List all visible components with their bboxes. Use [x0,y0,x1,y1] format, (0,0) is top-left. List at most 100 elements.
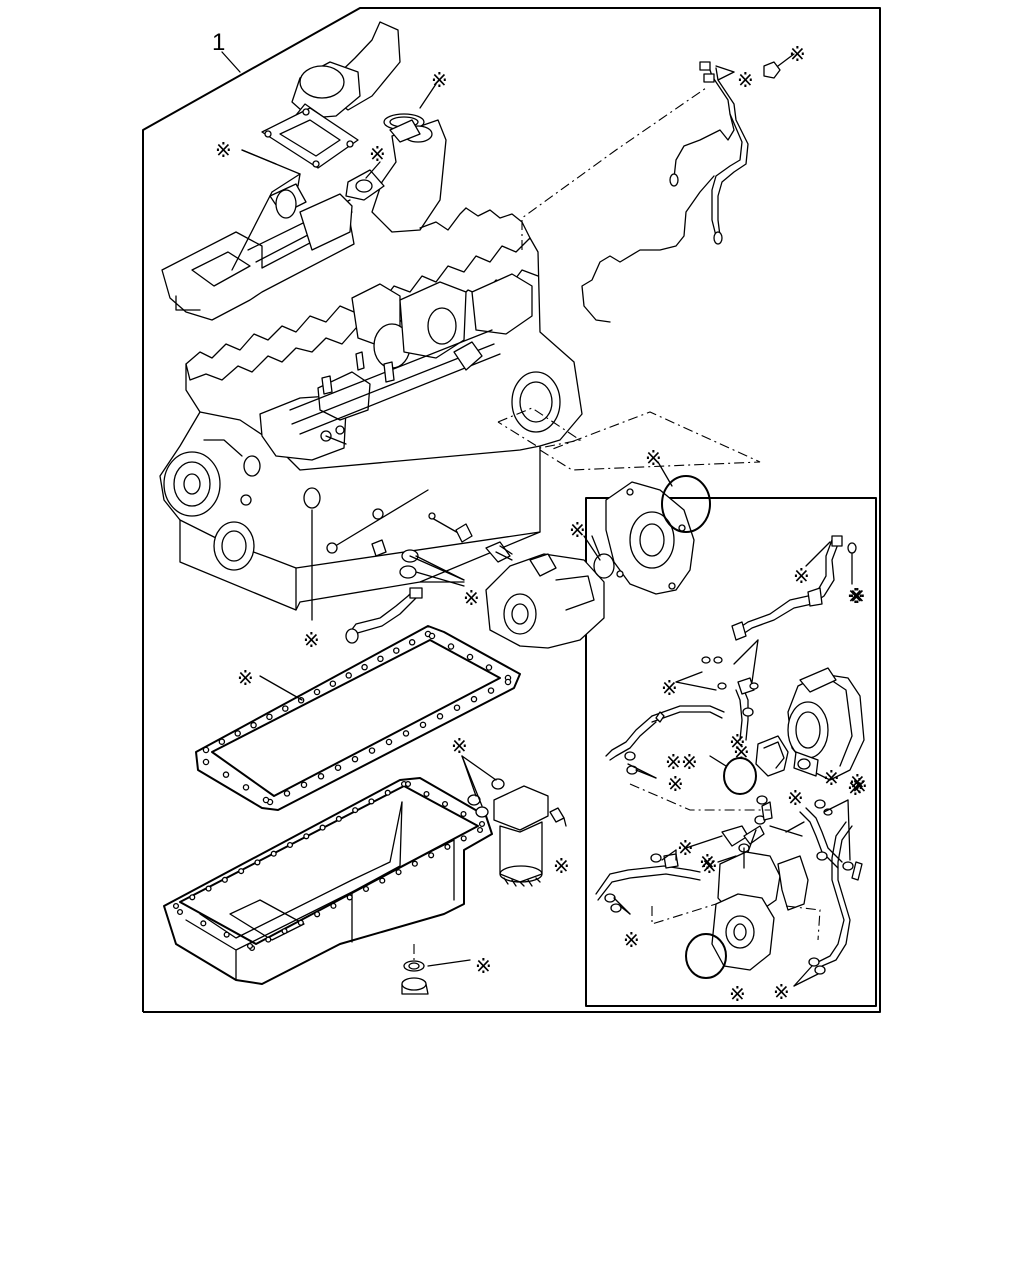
bolt-hole [303,833,310,840]
leader-lines [231,83,437,271]
bolt-hole [335,815,342,822]
bolt-hole [351,755,359,763]
bolt-hole [384,789,391,796]
asterisk-marker: ※ [475,954,492,978]
asterisk-marker: ※ [823,766,840,790]
asterisk-marker: ※ [677,836,694,860]
asterisk-marker: ※ [699,850,716,874]
bolt-hole [402,730,410,737]
intake-manifold [161,183,355,321]
egr-cooler-pipes [793,799,863,987]
front-plate-leader [497,407,761,471]
asterisk-marker: ※ [729,982,746,1006]
bolt-hole [470,695,478,703]
bolt-hole [270,850,277,857]
asterisk-markers: ※※※※※※※※※※※※※※※※※※※※※※※※※※※※※※※※※ [215,42,868,1006]
asterisk-marker: ※ [569,518,586,542]
asterisk-marker: ※ [847,776,864,800]
bolt-hole [265,936,272,943]
asterisk-marker: ※ [733,740,750,764]
asterisk-marker: ※ [737,68,754,92]
bolt-hole [485,664,493,671]
oil-filter [461,755,567,887]
air-compressor [685,795,809,979]
asterisk-marker: ※ [849,584,866,608]
bolt-hole [254,859,261,866]
fuel-rail-assembly [259,273,533,461]
asterisk-marker: ※ [729,730,746,754]
asterisk-marker: ※ [847,584,864,608]
callout-number: 1 [212,29,225,56]
bolt-hole [234,730,241,737]
bolt-hole [205,885,212,892]
bolt-hole [262,796,270,804]
bolt-hole [419,721,427,729]
bolt-hole [329,680,337,687]
bolt-hole [238,868,245,875]
bolt-hole [250,721,257,729]
bolt-hole [504,678,512,686]
asterisk-marker: ※ [645,446,662,470]
bolt-hole [361,663,368,671]
bolt-hole [218,738,226,745]
bolt-hole [385,738,393,746]
bolt-hole [266,713,273,721]
bolt-hole [221,876,228,883]
leader-lines-2 [259,53,795,701]
bolt-hole [441,800,449,808]
bolt-hole [313,688,321,696]
bolt-hole [428,632,436,640]
bolt-hole [319,824,326,831]
inset-frame [585,497,877,1007]
bolt-hole [242,784,250,791]
compressor-pipe [595,849,701,915]
asterisk-marker: ※ [789,42,806,66]
bolt-hole [393,647,400,654]
asterisk-marker: ※ [303,628,320,652]
bolt-hole [408,639,416,646]
bolt-hole [377,655,384,663]
asterisk-marker: ※ [623,928,640,952]
oil-pipe [345,587,423,644]
bolt-hole [436,713,444,720]
asterisk-marker: ※ [553,854,570,878]
bolt-hole [395,869,402,876]
bolt-hole [200,920,207,927]
bolt-hole [368,747,376,754]
asterisk-marker: ※ [681,750,698,774]
bolt-hole [379,877,386,884]
inset-dashed-leaders [629,783,821,941]
intake-housing [261,21,447,233]
bolt-hole [460,835,467,842]
fuel-leak-off-pipe [521,61,781,323]
bolt-hole [345,672,352,679]
bolt-hole [346,894,353,901]
front-seal [303,487,461,621]
bolt-hole [447,643,455,650]
oil-pan [163,777,493,995]
bolt-hole [352,807,359,814]
bolt-hole [453,704,461,711]
bolt-hole [202,746,210,754]
bolt-hole [411,860,418,867]
bolt-hole [317,773,325,780]
asterisk-marker: ※ [667,772,684,796]
turbo-oil-pipe-upper [731,535,857,641]
asterisk-marker: ※ [851,774,868,798]
bolt-hole [281,928,288,935]
asterisk-marker: ※ [773,980,790,1004]
asterisk-marker: ※ [661,676,678,700]
asterisk-marker: ※ [849,770,866,794]
bolt-hole [487,687,495,694]
asterisk-marker: ※ [237,666,254,690]
bolt-hole [202,758,210,766]
asterisk-marker: ※ [215,138,232,162]
asterisk-marker: ※ [369,142,386,166]
bolt-hole [444,843,451,850]
bolt-hole [368,798,375,805]
asterisk-marker: ※ [431,68,448,92]
bolt-hole [314,911,321,918]
bolt-hole [189,894,196,901]
bolt-hole [246,942,254,950]
